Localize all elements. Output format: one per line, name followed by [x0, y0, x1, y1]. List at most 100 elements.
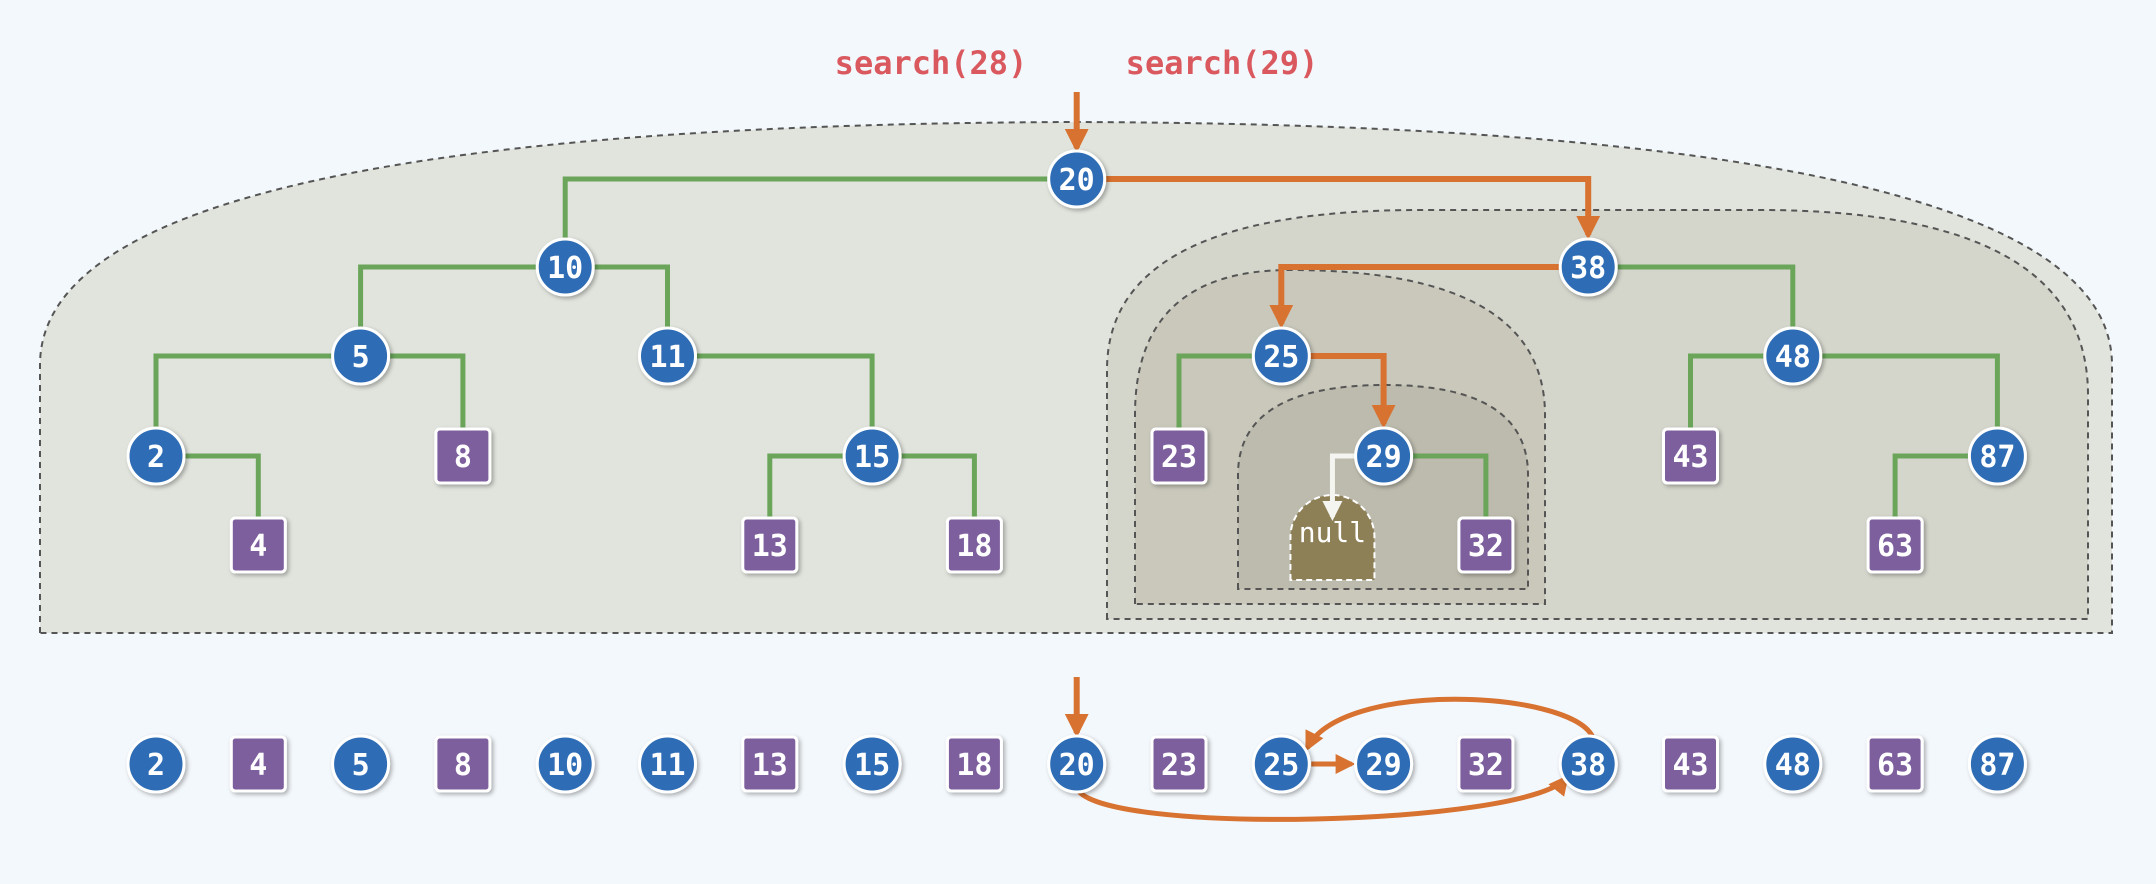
seq-node-8: 8 [434, 735, 492, 793]
tree-node-8: 8 [434, 427, 492, 485]
seq-node-23-square [1150, 735, 1208, 793]
seq-node-2-label: 2 [147, 748, 165, 783]
seq-node-4-square [229, 735, 287, 793]
edge-48-87 [1792, 353, 2000, 456]
edge-10-5 [358, 264, 566, 356]
seq-jump-38-25 [1305, 696, 1595, 752]
seq-node-5: 5 [331, 734, 391, 794]
seq-node-29-circle [1354, 734, 1414, 794]
tree-node-10-label: 10 [547, 251, 583, 286]
tree-node-11-label: 11 [649, 340, 685, 375]
seq-node-43: 43 [1662, 735, 1719, 793]
seq-node-87-label: 87 [1979, 748, 2015, 783]
seq-node-10: 10 [535, 734, 595, 794]
tree-node-29-label: 29 [1366, 440, 1402, 475]
seq-node-63-square [1866, 735, 1924, 793]
seq-node-8-label: 8 [454, 748, 472, 783]
tree-node-87: 87 [1967, 426, 2027, 486]
tree-node-2-label: 2 [147, 440, 165, 475]
tree-node-32: 32 [1457, 516, 1515, 574]
seq-node-63: 63 [1866, 735, 1924, 793]
edge-38-25 [1269, 264, 1589, 329]
null-node-label: null [1299, 516, 1366, 549]
edge-29-null [1322, 453, 1356, 521]
edge-48-43 [1688, 353, 1793, 456]
seq-node-10-circle [535, 734, 595, 794]
seq-node-43-label: 43 [1672, 748, 1708, 783]
tree-node-4-label: 4 [249, 529, 267, 564]
edge-38-48 [1588, 264, 1796, 356]
seq-node-48-label: 48 [1775, 748, 1811, 783]
seq-node-11: 11 [638, 734, 697, 794]
tree-node-13: 13 [741, 516, 799, 574]
tree-node-32-square [1457, 516, 1515, 574]
seq-node-15-label: 15 [854, 748, 890, 783]
tree-node-13-label: 13 [752, 529, 788, 564]
tree-node-10: 10 [535, 237, 595, 297]
tree-node-38-circle [1558, 237, 1618, 297]
seq-node-18-label: 18 [956, 748, 992, 783]
seq-node-38: 38 [1558, 734, 1618, 794]
seq-node-29: 29 [1354, 734, 1414, 794]
tree-node-29: 29 [1354, 426, 1414, 486]
tree-node-11-circle [638, 326, 697, 386]
tree-node-5-circle [331, 326, 391, 386]
edge-25-23 [1176, 353, 1282, 456]
tree-node-20-label: 20 [1059, 163, 1095, 198]
tree-node-29-circle [1354, 426, 1414, 486]
tree-node-87-circle [1967, 426, 2027, 486]
edge-29-32 [1383, 453, 1489, 545]
tree-node-32-label: 32 [1468, 529, 1504, 564]
tree-node-20: 20 [1047, 149, 1107, 209]
tree-node-38-label: 38 [1570, 251, 1606, 286]
seq-node-8-square [434, 735, 492, 793]
tree-node-43: 43 [1662, 427, 1719, 485]
tree-node-4: 4 [229, 516, 287, 574]
search-28-label: search(28) [835, 44, 1028, 82]
tree-node-2-circle [126, 426, 186, 486]
tree-node-20-circle [1047, 149, 1107, 209]
seq-node-11-label: 11 [649, 748, 685, 783]
seq-node-25-label: 25 [1263, 748, 1299, 783]
null-node [1289, 494, 1376, 581]
tree-node-11: 11 [638, 326, 697, 386]
tree-node-13-square [741, 516, 799, 574]
edge-15-18 [872, 453, 977, 545]
tree-node-15-circle [842, 426, 902, 486]
search-path [1064, 92, 1601, 429]
tree-node-5: 5 [331, 326, 391, 386]
tree-node-48-label: 48 [1775, 340, 1811, 375]
edge-5-8 [360, 353, 466, 456]
tree-node-18-square [945, 516, 1003, 574]
seq-node-10-label: 10 [547, 748, 583, 783]
seq-node-4: 4 [229, 735, 287, 793]
seq-node-48-circle [1763, 734, 1823, 794]
tree-node-38: 38 [1558, 237, 1618, 297]
seq-node-32: 32 [1457, 735, 1515, 793]
tree-node-48: 48 [1763, 326, 1823, 386]
seq-node-20-label: 20 [1059, 748, 1095, 783]
tree-node-8-square [434, 427, 492, 485]
seq-node-2-circle [126, 734, 186, 794]
seq-node-32-square [1457, 735, 1515, 793]
tree-node-87-label: 87 [1979, 440, 2015, 475]
tree-node-25-circle [1251, 326, 1311, 386]
seq-node-23: 23 [1150, 735, 1208, 793]
seq-node-23-label: 23 [1161, 748, 1197, 783]
edge-25-29 [1281, 353, 1396, 429]
seq-node-13-square [741, 735, 799, 793]
tree-node-2: 2 [126, 426, 186, 486]
tree-node-18-label: 18 [956, 529, 992, 564]
seq-node-15: 15 [842, 734, 902, 794]
edge-2-4 [156, 453, 261, 545]
seq-node-4-label: 4 [249, 748, 267, 783]
tree-node-23-label: 23 [1161, 440, 1197, 475]
seq-jump-20-38 [1074, 774, 1569, 822]
edge-15-13 [767, 453, 873, 545]
seq-node-32-label: 32 [1468, 748, 1504, 783]
seq-node-18: 18 [945, 735, 1003, 793]
edge-5-2 [153, 353, 361, 456]
